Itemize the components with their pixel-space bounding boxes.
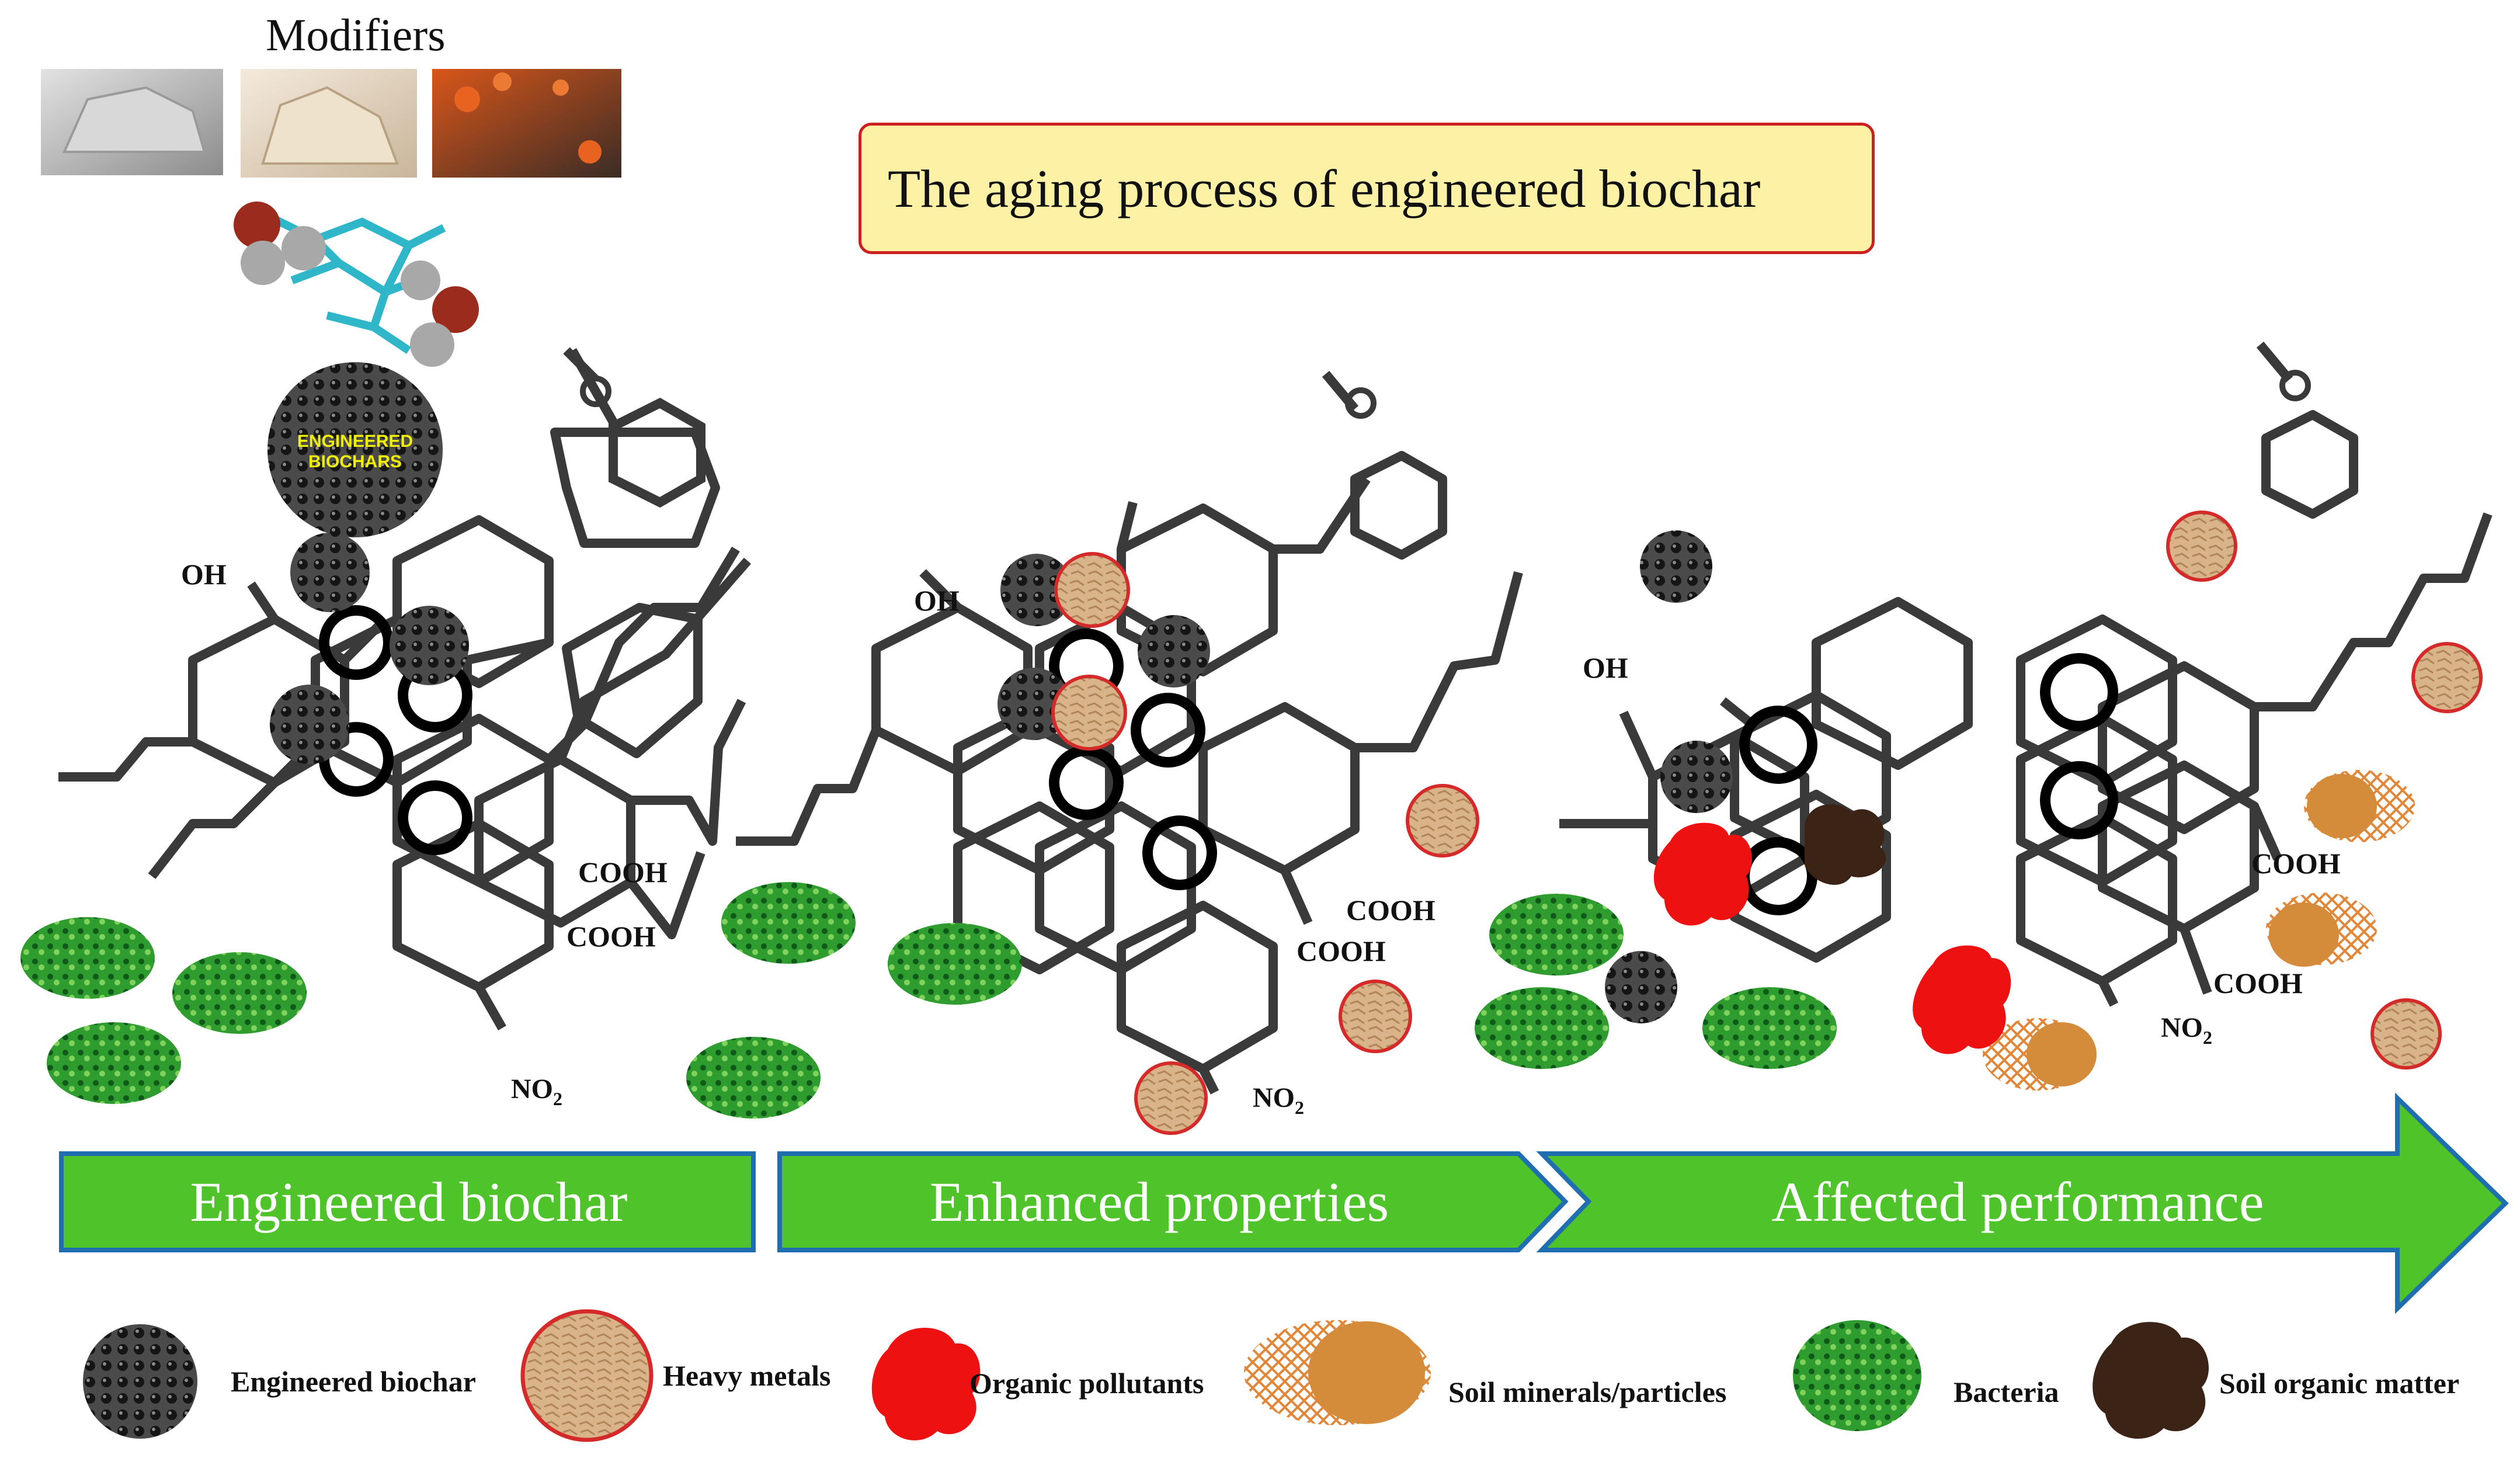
diagram-title-text: The aging process of engineered biochar bbox=[888, 158, 1761, 218]
legend-label-heavy-metals: Heavy metals bbox=[663, 1359, 830, 1392]
legend-label-bacteria: Bacteria bbox=[1954, 1376, 2059, 1408]
molecule-4-rings bbox=[2040, 653, 2118, 839]
legend-item-heavy-metals: Heavy metals bbox=[520, 1309, 830, 1442]
stage-arrow-3 bbox=[1536, 1092, 2509, 1314]
soil-organic-matter-icon bbox=[2093, 1322, 2209, 1439]
legend-item-engineered-biochar: Engineered biochar bbox=[83, 1324, 476, 1439]
legend-label-engineered-biochar: Engineered biochar bbox=[231, 1365, 476, 1398]
molecule-1-rings bbox=[319, 605, 472, 855]
legend-item-organic-pollutants: Organic pollutants bbox=[871, 1328, 1204, 1440]
legend-item-soil-minerals: Soil minerals/particles bbox=[1244, 1320, 1726, 1425]
molecular-model bbox=[234, 202, 479, 367]
organic-pollutant-icon bbox=[871, 1328, 981, 1440]
molecule-1-biochar-particles bbox=[270, 533, 469, 764]
cooh-label-2b: COOH bbox=[1297, 935, 1386, 967]
diagram-title: The aging process of engineered biochar bbox=[858, 123, 1875, 254]
biochar-badge-line1: ENGINEERED bbox=[297, 432, 413, 451]
molecule-1-side-ring bbox=[563, 347, 705, 508]
cooh-label-2a: COOH bbox=[1346, 894, 1435, 926]
oh-label-3: OH bbox=[1583, 651, 1628, 684]
bacteria-clusters bbox=[20, 882, 1837, 1119]
no2-label-1: NO2 bbox=[511, 1074, 562, 1109]
biochar-badge-line2: BIOCHARS bbox=[308, 452, 402, 471]
molecule-2-particles bbox=[997, 552, 1479, 1135]
stage-label-3: Affected performance bbox=[1771, 1171, 2264, 1233]
chem-labels-molecule-1: OH COOH COOH NO2 bbox=[181, 558, 668, 1109]
cooh-label-1b: COOH bbox=[566, 920, 656, 953]
engineered-biochar-icon bbox=[83, 1324, 197, 1439]
stage-label-1: Engineered biochar bbox=[190, 1171, 628, 1233]
no2-label-4: NO2 bbox=[2161, 1012, 2212, 1048]
cooh-label-1a: COOH bbox=[578, 856, 668, 888]
heavy-metal-icon bbox=[520, 1309, 654, 1442]
legend-label-soil-minerals: Soil minerals/particles bbox=[1448, 1376, 1726, 1408]
molecule-structure-2 bbox=[736, 370, 1523, 1095]
legend-label-soil-organic-matter: Soil organic matter bbox=[2219, 1367, 2459, 1400]
modifier-photos bbox=[41, 69, 621, 178]
chem-labels-molecule-3-4: OH COOH COOH NO2 bbox=[1583, 651, 2341, 1048]
legend: Engineered biochar Heavy metals Organic … bbox=[83, 1309, 2459, 1442]
stage-arrows: Engineered biochar Enhanced properties A… bbox=[59, 1092, 2509, 1314]
molecule-structure-3 bbox=[1559, 597, 1973, 963]
molecule-3-particles bbox=[1605, 530, 1886, 1023]
oh-label-1: OH bbox=[181, 558, 227, 591]
modifiers-label: Modifiers bbox=[266, 9, 446, 60]
molecule-2-side-ring bbox=[1345, 387, 1377, 419]
molecule-4-particles bbox=[1913, 511, 2483, 1091]
legend-item-bacteria: Bacteria bbox=[1793, 1320, 2059, 1431]
molecule-2-rings bbox=[1049, 629, 1217, 890]
bacteria-icon bbox=[1793, 1320, 1921, 1431]
stage-label-2: Enhanced properties bbox=[930, 1171, 1389, 1233]
cooh-label-4b: COOH bbox=[2213, 967, 2303, 999]
stage-arrow-2 bbox=[777, 1151, 1569, 1252]
no2-label-2: NO2 bbox=[1253, 1082, 1304, 1118]
cooh-label-4a: COOH bbox=[2251, 847, 2341, 880]
legend-item-soil-organic-matter: Soil organic matter bbox=[2093, 1322, 2459, 1439]
stage-arrow-1 bbox=[59, 1151, 756, 1252]
oh-label-2: OH bbox=[914, 584, 960, 617]
chem-labels-molecule-2: OH COOH COOH NO2 bbox=[914, 584, 1435, 1118]
legend-label-organic-pollutants: Organic pollutants bbox=[969, 1367, 1204, 1400]
engineered-biochar-badge: ENGINEERED BIOCHARS bbox=[267, 362, 443, 537]
